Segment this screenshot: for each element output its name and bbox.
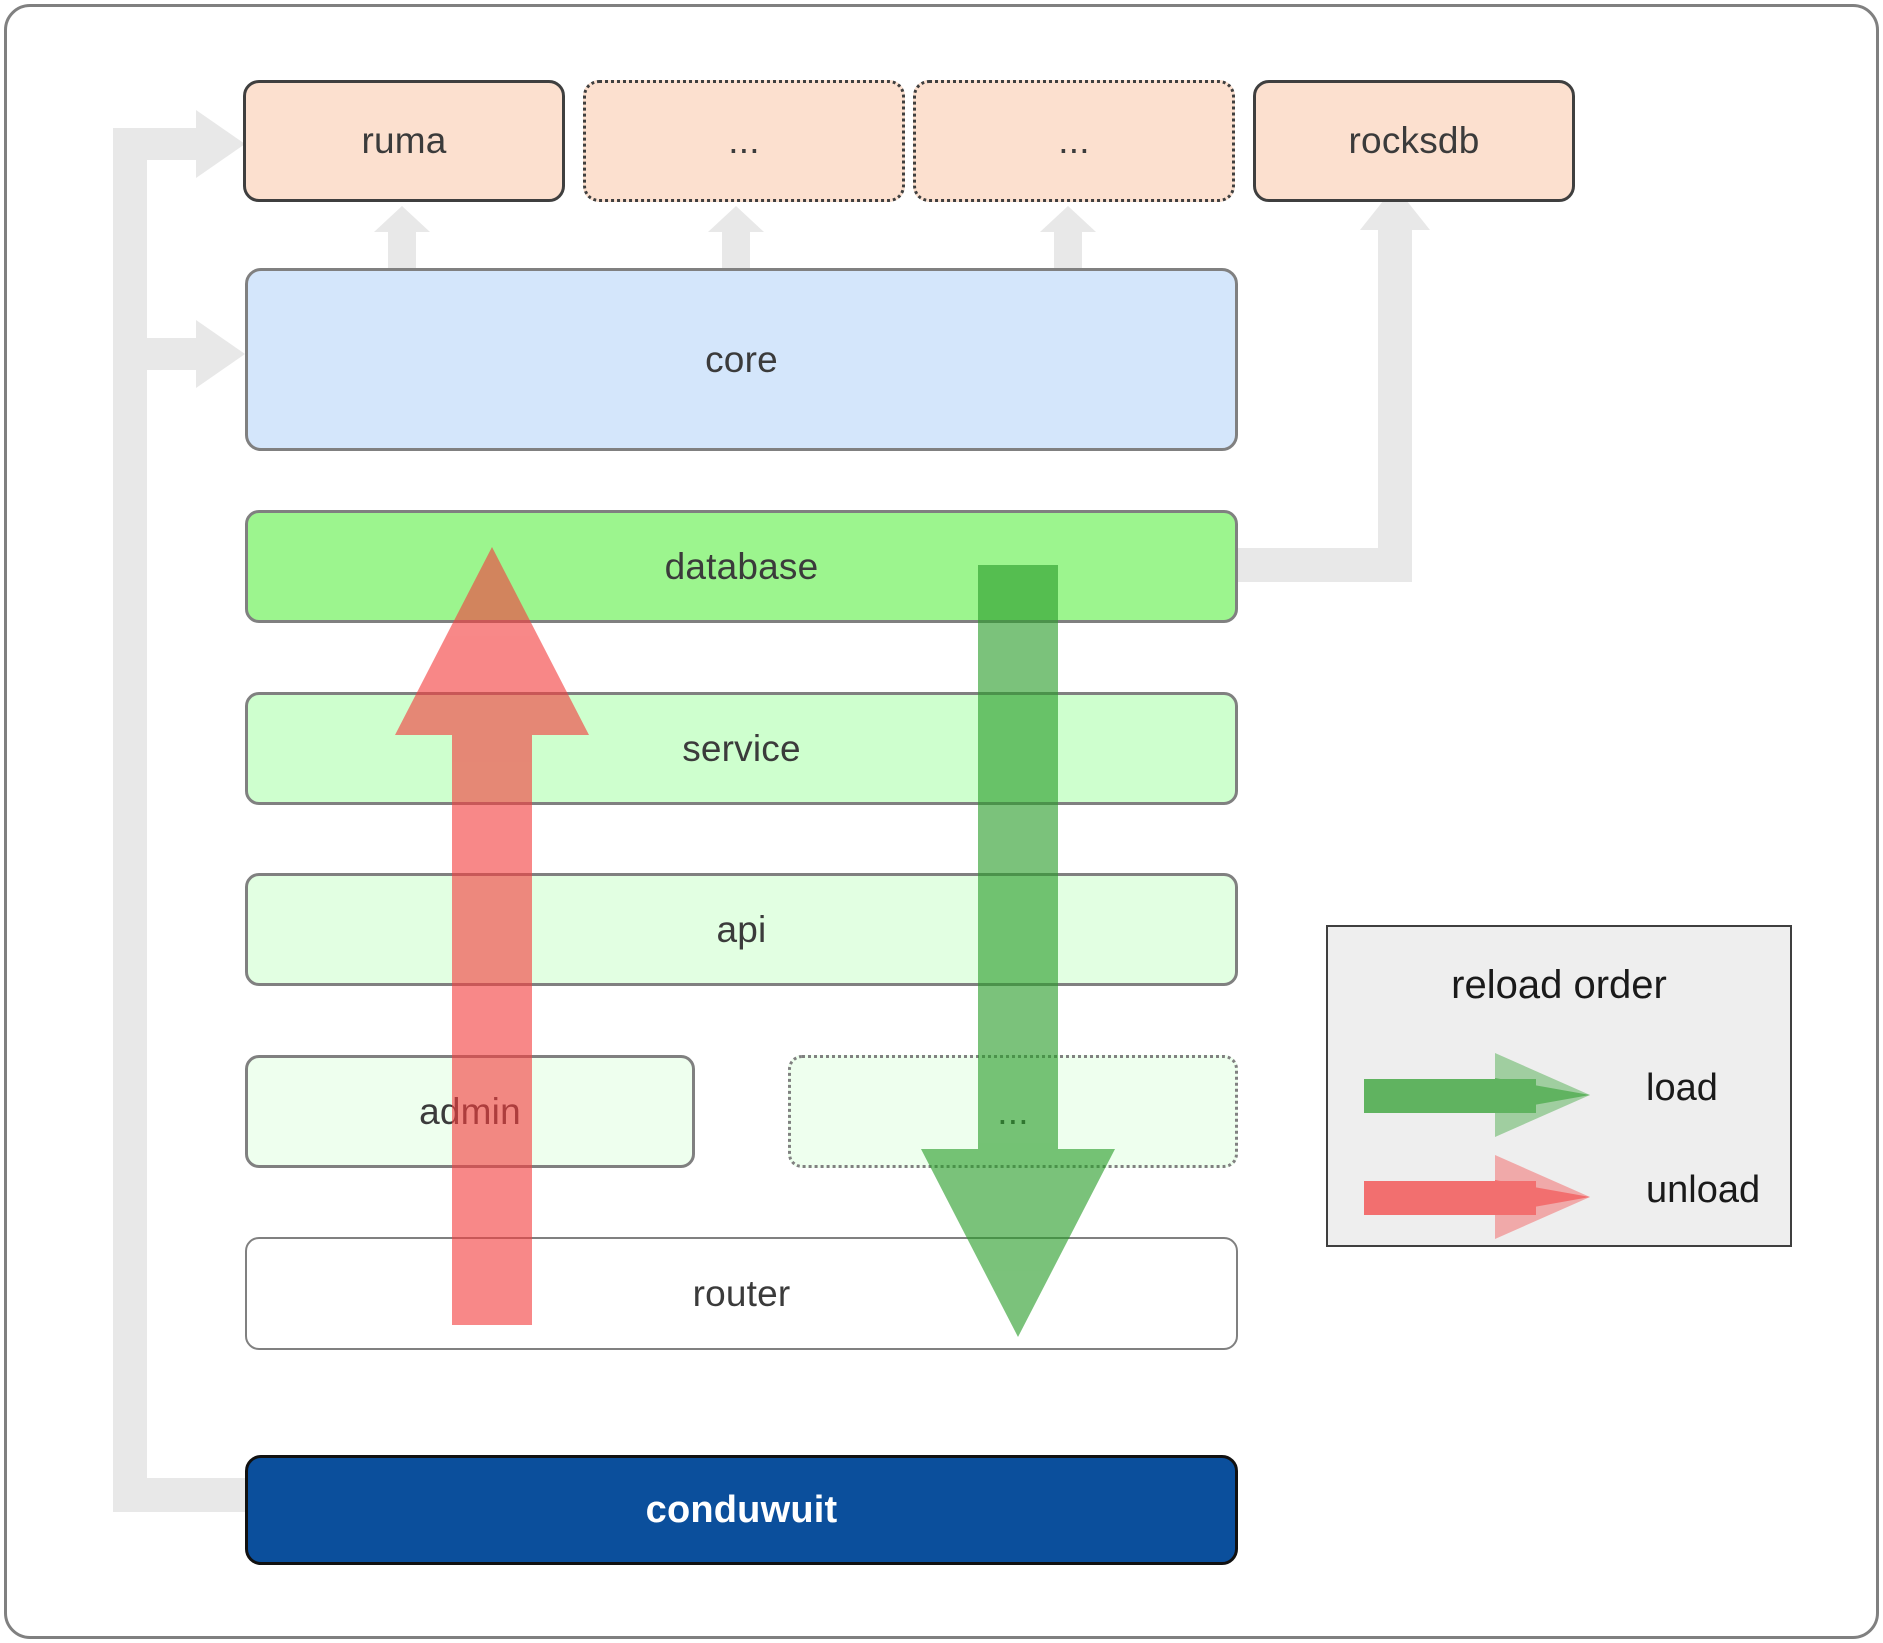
unload-arrow-icon: [1364, 1155, 1590, 1239]
dependency-label: ...: [1058, 120, 1090, 161]
layer-box-admin[interactable]: admin: [245, 1055, 695, 1168]
dependency-label: ruma: [361, 120, 447, 161]
layer-label: router: [692, 1272, 791, 1314]
legend-title: reload order: [1451, 963, 1667, 1007]
layer-box-service[interactable]: service: [245, 692, 1238, 805]
core-label: core: [705, 338, 778, 380]
layer-label: ...: [997, 1090, 1029, 1132]
dependency-label: ...: [728, 120, 760, 161]
layer-label: admin: [419, 1090, 521, 1132]
dependency-box-rocksdb[interactable]: rocksdb: [1253, 80, 1575, 202]
root-label: conduwuit: [645, 1488, 838, 1531]
legend-row-load: load: [1328, 1045, 1790, 1145]
dependency-box-ellipsis-2[interactable]: ...: [913, 80, 1235, 202]
layer-box-router[interactable]: router: [245, 1237, 1238, 1350]
layer-box-database[interactable]: database: [245, 510, 1238, 623]
dependency-label: rocksdb: [1348, 120, 1480, 161]
legend-label-unload: unload: [1646, 1169, 1761, 1211]
legend-panel: reload order load unload: [1326, 925, 1792, 1247]
legend-label-load: load: [1646, 1067, 1718, 1109]
layer-label: service: [682, 727, 801, 769]
layer-box-ellipsis[interactable]: ...: [788, 1055, 1238, 1168]
dependency-box-ruma[interactable]: ruma: [243, 80, 565, 202]
layer-label: api: [716, 908, 767, 950]
diagram-frame: [4, 4, 1879, 1639]
dependency-box-ellipsis-1[interactable]: ...: [583, 80, 905, 202]
core-box[interactable]: core: [245, 268, 1238, 451]
layer-box-api[interactable]: api: [245, 873, 1238, 986]
root-box-conduwuit[interactable]: conduwuit: [245, 1455, 1238, 1565]
layer-label: database: [664, 545, 819, 587]
load-arrow-icon: [1364, 1053, 1590, 1137]
legend-row-unload: unload: [1328, 1147, 1790, 1247]
